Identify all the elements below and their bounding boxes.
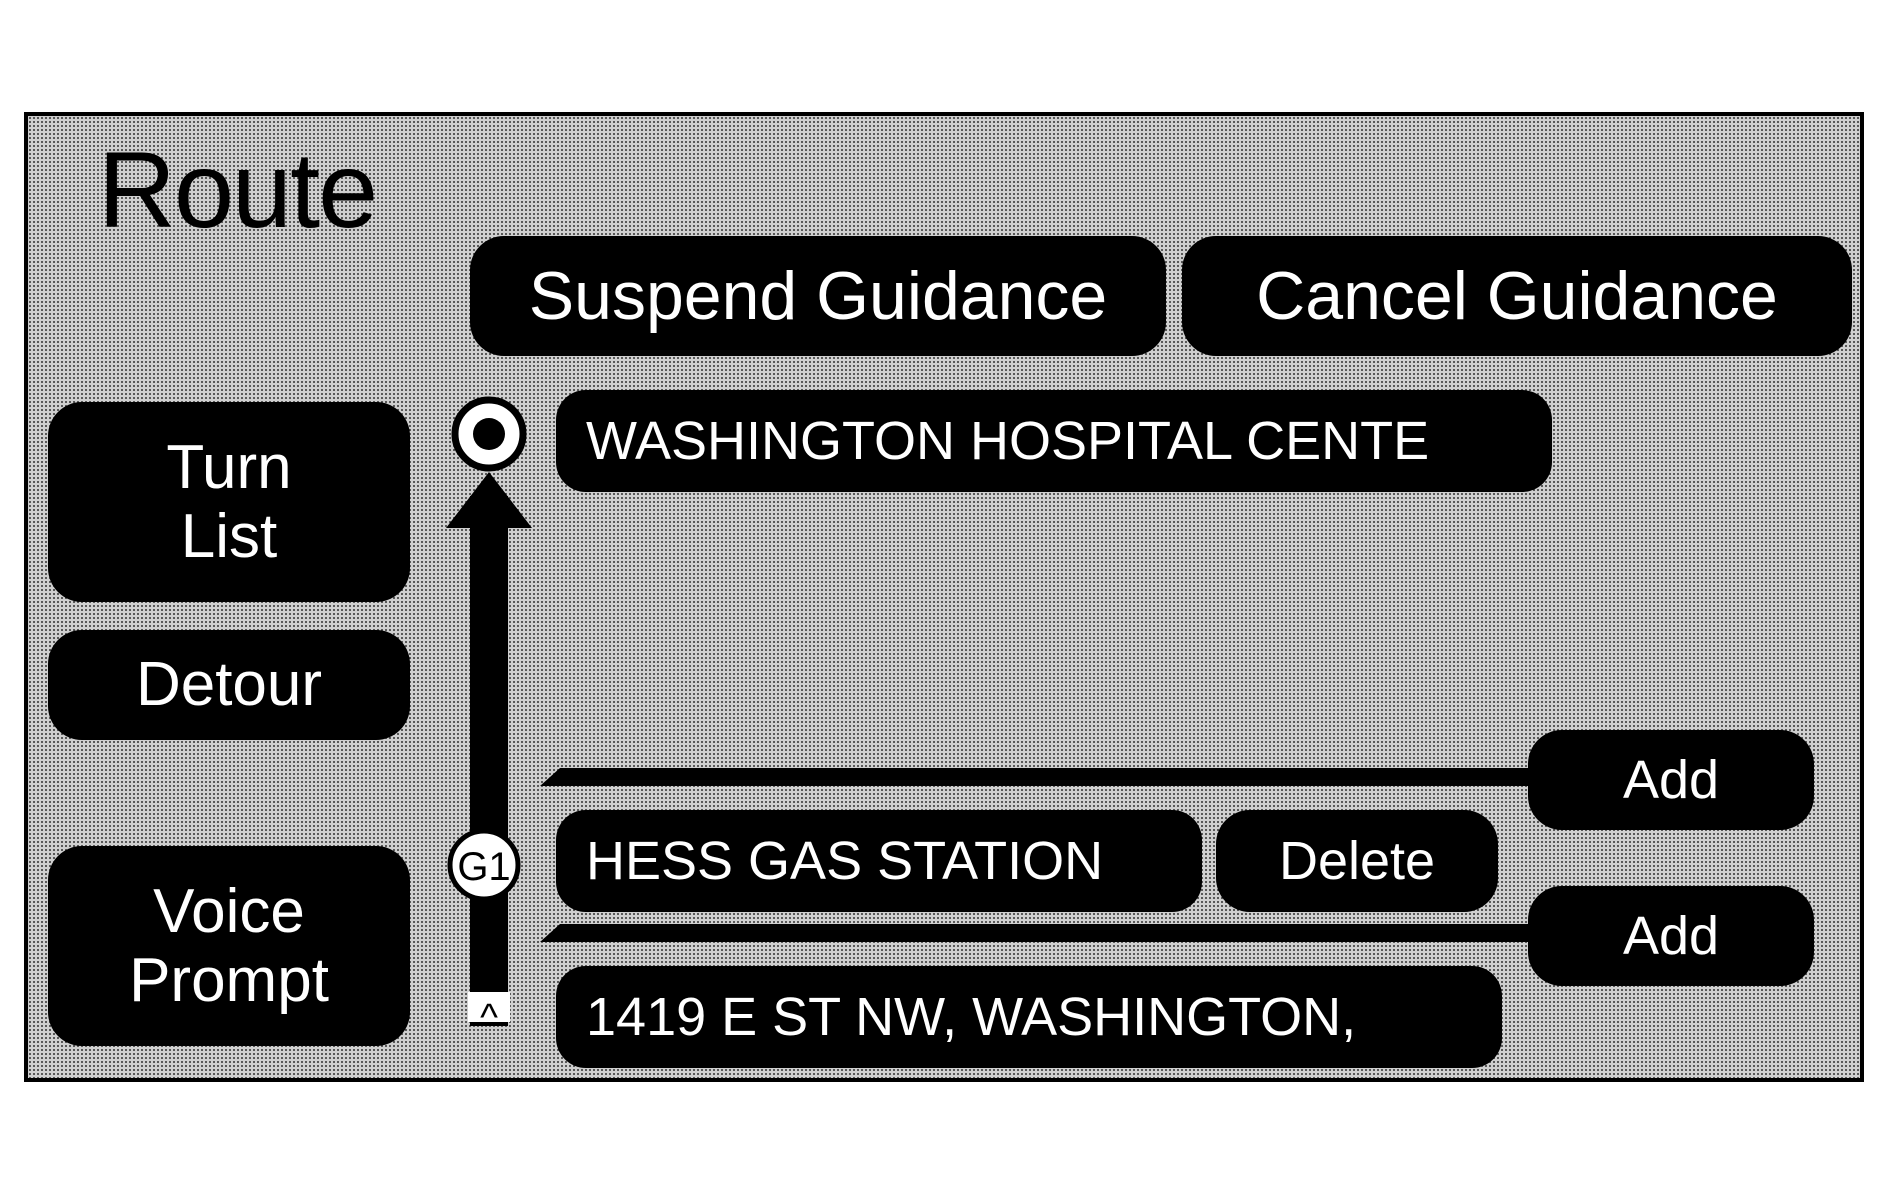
route-line-graphic: G1 ^ — [446, 396, 1528, 1039]
start-marker-label: ^ — [480, 997, 498, 1039]
destination-item[interactable]: WASHINGTON HOSPITAL CENTE — [556, 390, 1552, 492]
waypoint-item-1[interactable]: HESS GAS STATION — [556, 810, 1202, 912]
detour-button[interactable]: Detour — [48, 630, 410, 740]
route-screen: Route Suspend Guidance Cancel Guidance T… — [24, 112, 1864, 1082]
waypoint-marker-label: G1 — [457, 845, 510, 889]
cancel-guidance-button[interactable]: Cancel Guidance — [1182, 236, 1852, 356]
waypoint-separator-top — [540, 768, 1528, 786]
delete-waypoint-button[interactable]: Delete — [1216, 810, 1498, 912]
turn-list-button[interactable]: Turn List — [48, 402, 410, 602]
waypoint-marker-g1: G1 — [447, 828, 521, 902]
waypoint-separator-bottom — [540, 924, 1528, 942]
add-waypoint-button-1[interactable]: Add — [1528, 730, 1814, 830]
add-waypoint-button-2[interactable]: Add — [1528, 886, 1814, 986]
suspend-guidance-button[interactable]: Suspend Guidance — [470, 236, 1166, 356]
destination-flag-icon — [451, 396, 527, 472]
route-arrow-icon — [446, 472, 532, 528]
route-line — [470, 496, 508, 1026]
start-marker: ^ — [468, 992, 510, 1039]
page-title: Route — [98, 129, 378, 250]
voice-prompt-button[interactable]: Voice Prompt — [48, 846, 410, 1046]
start-location-item[interactable]: 1419 E ST NW, WASHINGTON, — [556, 966, 1502, 1068]
